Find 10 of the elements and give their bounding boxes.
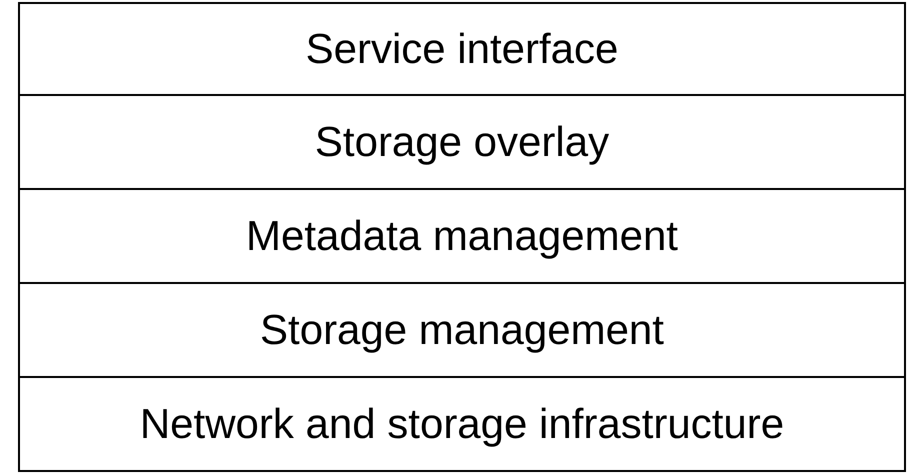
- layer-label: Storage management: [260, 306, 664, 354]
- layer-box: [18, 2, 906, 96]
- layer-label: Network and storage infrastructure: [140, 400, 784, 448]
- layer-label: Storage overlay: [314, 118, 610, 166]
- layer-box: [18, 96, 906, 190]
- layer-box: [18, 378, 906, 472]
- layer-label: Service interface: [306, 25, 618, 73]
- layer-box: [18, 190, 906, 284]
- layer-box: [18, 284, 906, 378]
- layer-label: Metadata management: [246, 212, 678, 260]
